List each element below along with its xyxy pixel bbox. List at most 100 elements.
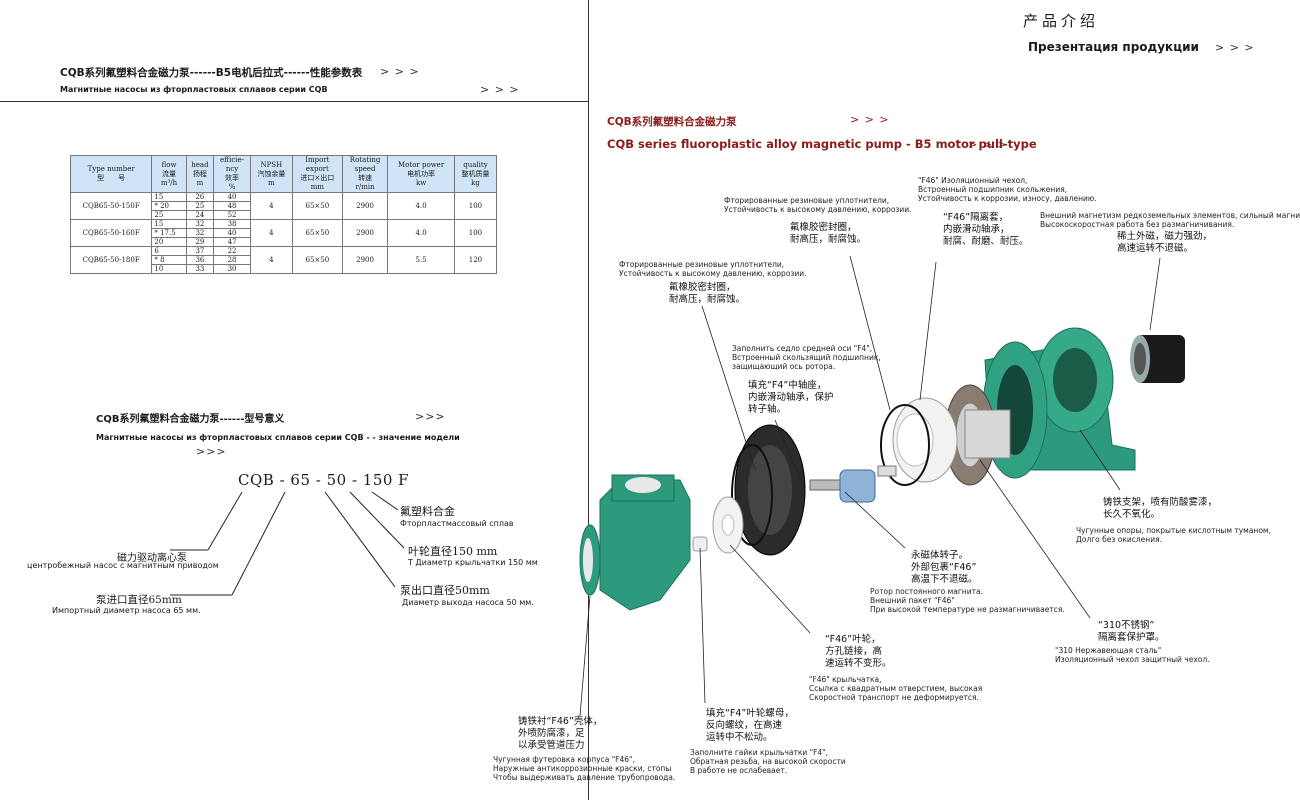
spec-efficiency: 40	[213, 192, 251, 202]
model-title-arrows: >>>	[415, 410, 446, 423]
spec-flow: 15	[151, 192, 187, 202]
spec-mass: 100	[453, 219, 498, 247]
magnet-rotor	[809, 465, 897, 503]
spec-power: 4.0	[387, 219, 455, 247]
spec-npsh: 4	[249, 192, 293, 220]
callout-casing-ru: Чугунная футеровка корпуса "F46", Наружн…	[493, 755, 676, 782]
spec-flow: 15	[151, 219, 187, 229]
page-divider-horizontal	[0, 101, 588, 102]
spec-model: CQB65-50-160F	[69, 219, 153, 247]
spec-title-cn: CQB系列氟塑料合金磁力泵------B5电机后拉式------性能参数表	[60, 67, 363, 79]
spec-speed: 2900	[341, 246, 389, 274]
spec-flow: * 8	[151, 255, 187, 265]
spec-head-value: 24	[185, 210, 215, 220]
callout-rotor-cn: 永磁体转子。 外部包裹“F46” 高温下不退磁。	[911, 550, 978, 585]
spec-header-line: Rotating	[349, 156, 381, 164]
spec-header-line: Type number	[87, 165, 135, 173]
spec-header-line: 型 号	[97, 174, 126, 182]
spec-efficiency: 40	[213, 228, 251, 238]
spec-header-line: 整机质量	[461, 169, 490, 178]
spec-power: 4.0	[387, 192, 455, 220]
spec-head-value: 29	[185, 237, 215, 247]
right-title-en: CQB series fluoroplastic alloy magnetic …	[607, 137, 1037, 151]
spec-npsh: 4	[249, 219, 293, 247]
model-title-ru: Магнитные насосы из фторпластовых сплаво…	[96, 433, 460, 442]
meaning-pump-cn: 磁力驱动离心泵	[117, 553, 187, 564]
meaning-impeller-ru: T Диаметр крыльчатки 150 мм	[408, 558, 538, 567]
spec-flow: * 20	[151, 201, 187, 211]
spec-title-ru: Магнитные насосы из фторпластовых сплаво…	[60, 85, 328, 94]
meaning-outlet-cn: 泵出口直径50mm	[400, 584, 490, 597]
callout-rotor-ru: Ротор постоянного магнита. Внешний пакет…	[870, 587, 1065, 614]
spec-npsh: 4	[249, 246, 293, 274]
callout-nut-cn: 填充“F4”叶轮螺母， 反向螺纹，在高速 运转中不松动。	[706, 708, 794, 743]
meaning-impeller-cn: 叶轮直径150 mm	[408, 545, 498, 558]
spec-header-line: %	[228, 183, 236, 191]
spec-header-line: kg	[471, 178, 480, 187]
spec-header-line: quality	[463, 160, 488, 169]
spec-flow: 10	[151, 264, 187, 274]
impeller	[712, 496, 744, 554]
spec-import-export: 65×50	[291, 192, 343, 220]
spec-header-line: mm	[310, 183, 324, 191]
callout-bracket-cn: 铸铁支架，喷有防酸雾漆， 长久不氧化。	[1103, 497, 1218, 520]
spec-header-line: 电机功率	[407, 169, 436, 178]
spec-header-line: m³/h	[160, 178, 178, 187]
callout-steel-ru: "310 Нержавеющая сталь" Изоляционный чех…	[1055, 646, 1210, 664]
model-leader-lines	[170, 491, 405, 596]
spec-efficiency: 22	[213, 246, 251, 256]
model-title-cn: CQB系列氟塑料合金磁力泵------型号意义	[96, 414, 285, 425]
callout-impeller-ru: "F46" крыльчатка, Ссылка с квадратным от…	[809, 675, 983, 702]
spec-head-value: 26	[185, 192, 215, 202]
spec-mass: 120	[453, 246, 498, 274]
isolation-sleeve	[892, 397, 958, 483]
spec-header-line: export	[305, 165, 329, 173]
meaning-f-cn: 氟塑料合金	[400, 505, 455, 518]
spec-import-export: 65×50	[291, 246, 343, 274]
outer-magnet	[1130, 335, 1185, 383]
callout-axle-cn: 填充“F4”中轴座， 内嵌滑动轴承，保护 转子轴。	[748, 380, 834, 415]
spec-head-value: 33	[185, 264, 215, 274]
model-code: CQB - 65 - 50 - 150 F	[238, 471, 410, 489]
callout-seal1-cn: 氟橡胶密封圈， 耐高压，耐腐蚀。	[790, 222, 867, 245]
spec-import-export: 65×50	[291, 219, 343, 247]
callout-nut-ru: Заполните гайки крыльчатки "F4", Обратна…	[690, 748, 846, 775]
callout-bracket-ru: Чугунные опоры, покрытые кислотным туман…	[1076, 526, 1271, 544]
spec-efficiency: 47	[213, 237, 251, 247]
spec-efficiency: 30	[213, 264, 251, 274]
header-arrows: > > >	[1215, 41, 1255, 54]
spec-efficiency: 52	[213, 210, 251, 220]
spec-header-line: Import	[305, 156, 330, 164]
right-title-cn: CQB系列氟塑料合金磁力泵	[607, 116, 737, 128]
spec-header-line: flow	[161, 160, 177, 169]
spec-head-value: 32	[185, 228, 215, 238]
spec-mass: 100	[453, 192, 498, 220]
callout-magnet-cn: 稀土外磁，磁力强劲， 高速运转不退磁。	[1117, 231, 1213, 254]
spec-head-value: 37	[185, 246, 215, 256]
spec-speed: 2900	[341, 219, 389, 247]
pump-cover	[734, 424, 806, 556]
spec-flow: 20	[151, 237, 187, 247]
spec-head-value: 25	[185, 201, 215, 211]
callout-impeller-cn: “F46”叶轮， 方孔链接，高 速运转不变形。	[825, 634, 892, 669]
spec-model: CQB65-50-180F	[69, 246, 153, 274]
meaning-pump-ru: центробежный насос с магнитным приводом	[27, 561, 219, 570]
spec-header-line: 效率	[225, 174, 240, 182]
spec-header-line: m	[196, 178, 204, 187]
pump-bracket	[982, 327, 1136, 479]
spec-header-line: Motor power	[398, 160, 445, 169]
spec-speed: 2900	[341, 192, 389, 220]
meaning-inlet-ru: Импортный диаметр насоса 65 мм.	[52, 606, 201, 615]
